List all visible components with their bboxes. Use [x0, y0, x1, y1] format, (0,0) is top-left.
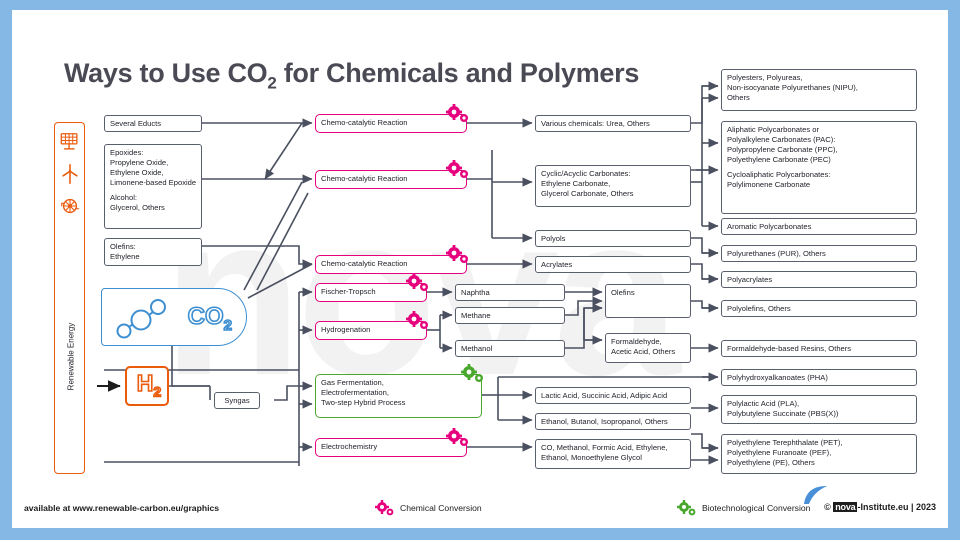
- node-various-chemicals: Various chemicals: Urea, Others: [535, 115, 691, 132]
- wind-turbine-icon: [59, 163, 81, 185]
- legend-chemical-gear-icon: [375, 500, 394, 516]
- nova-logo: nova: [833, 502, 858, 512]
- co2-molecule-icon: [116, 299, 166, 339]
- credit-copyright: ©: [824, 502, 831, 512]
- node-lactic-acid: Lactic Acid, Succinic Acid, Adipic Acid: [535, 387, 691, 404]
- legend-bio-label: Biotechnological Conversion: [702, 503, 811, 513]
- node-syngas: Syngas: [214, 392, 260, 409]
- footer-available-link[interactable]: available at www.renewable-carbon.eu/gra…: [24, 503, 220, 513]
- node-aliphatic-polycarbonates: Aliphatic Polycarbonates or Polyalkylene…: [721, 121, 917, 214]
- node-fischer-tropsch: Fischer-Tropsch: [315, 273, 428, 302]
- solar-panel-icon: [59, 131, 81, 153]
- diagram-canvas: nova Ways to Use CO2 for Chemicals and P…: [12, 10, 948, 528]
- node-chemo-catalytic-1: Chemo-catalytic Reaction: [315, 104, 468, 133]
- node-chemo-catalytic-2: Chemo-catalytic Reaction: [315, 160, 468, 189]
- chemical-conversion-gear-icon: [406, 311, 428, 329]
- node-olefins-intermediate: Olefins: [605, 284, 691, 318]
- node-methane: Methane: [455, 307, 565, 324]
- node-several-educts: Several Educts: [104, 115, 202, 132]
- node-pha: Polyhydroxyalkanoates (PHA): [721, 369, 917, 386]
- credit-suffix: -Institute.eu | 2023: [857, 502, 936, 512]
- node-formaldehyde-resins: Formaldehyde-based Resins, Others: [721, 340, 917, 357]
- chemical-conversion-gear-icon: [446, 245, 468, 263]
- footer: available at www.renewable-carbon.eu/gra…: [12, 486, 948, 528]
- node-co2: CO2: [101, 288, 247, 346]
- node-polyesters: Polyesters, Polyureas, Non-isocyanate Po…: [721, 69, 917, 111]
- node-polyolefins: Polyolefins, Others: [721, 300, 917, 317]
- node-olefins-educt: Olefins: Ethylene: [104, 238, 202, 266]
- node-polyacrylates: Polyacrylates: [721, 271, 917, 288]
- node-pla: Polylactic Acid (PLA), Polybutylene Succ…: [721, 395, 917, 424]
- legend-chemical-label: Chemical Conversion: [400, 503, 482, 513]
- node-gas-fermentation: Gas Fermentation, Electrofermentation, T…: [315, 364, 483, 418]
- hydro-turbine-icon: [59, 195, 81, 217]
- chemical-conversion-gear-icon: [446, 160, 468, 178]
- node-pet: Polyethylene Terephthalate (PET), Polyet…: [721, 434, 917, 474]
- node-chemo-catalytic-3: Chemo-catalytic Reaction: [315, 245, 468, 274]
- chemical-conversion-gear-icon: [446, 428, 468, 446]
- footer-credit: © nova-Institute.eu | 2023: [824, 502, 936, 512]
- chemical-conversion-gear-icon: [446, 104, 468, 122]
- node-polyurethanes: Polyurethanes (PUR), Others: [721, 245, 917, 262]
- node-carbonates: Cyclic/Acyclic Carbonates: Ethylene Carb…: [535, 165, 691, 207]
- node-acrylates: Acrylates: [535, 256, 691, 273]
- legend-bio-gear-icon: [677, 500, 696, 516]
- node-hydrogenation: Hydrogenation: [315, 311, 428, 340]
- node-aromatic-polycarbonates: Aromatic Polycarbonates: [721, 218, 917, 235]
- node-ethanol-butanol: Ethanol, Butanol, Isopropanol, Others: [535, 413, 691, 430]
- node-electrochemistry: Electrochemistry: [315, 428, 468, 457]
- node-polyols: Polyols: [535, 230, 691, 247]
- node-methanol: Methanol: [455, 340, 565, 357]
- chemical-conversion-gear-icon: [406, 273, 428, 291]
- h2-label: H2: [136, 369, 162, 400]
- co2-label: CO2: [187, 302, 233, 334]
- node-co-methanol: CO, Methanol, Formic Acid, Ethylene, Eth…: [535, 439, 691, 469]
- node-epoxides: Epoxides: Propylene Oxide, Ethylene Oxid…: [104, 144, 202, 229]
- page-title: Ways to Use CO2 for Chemicals and Polyme…: [64, 58, 640, 93]
- node-h2: H2: [125, 366, 169, 406]
- biotechnological-conversion-gear-icon: [461, 364, 483, 382]
- node-formaldehyde: Formaldehyde, Acetic Acid, Others: [605, 333, 691, 363]
- nova-swoosh-icon: [804, 486, 827, 504]
- node-naphtha: Naphtha: [455, 284, 565, 301]
- renewable-energy-rail: Renewable Energy: [54, 122, 85, 474]
- renewable-energy-label: Renewable Energy: [66, 322, 76, 391]
